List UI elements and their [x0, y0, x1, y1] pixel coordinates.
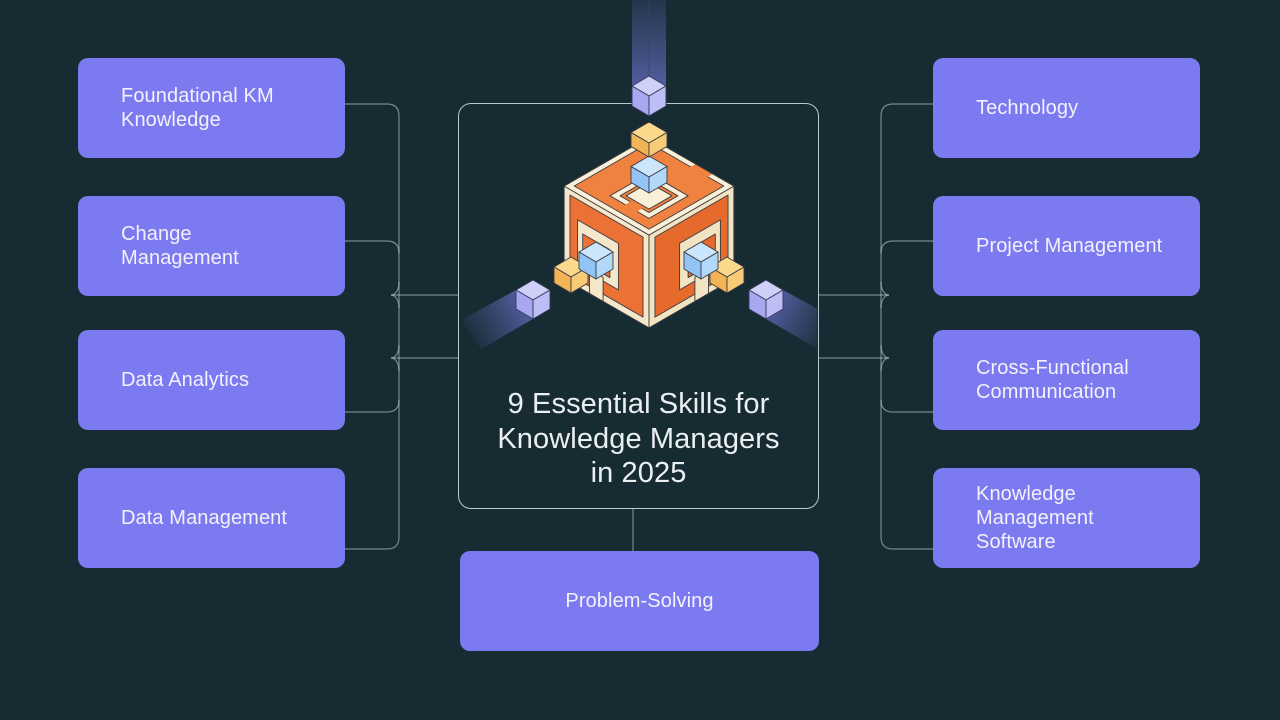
skill-label: Foundational KM Knowledge [121, 85, 274, 131]
skill-label: Problem-Solving [565, 590, 714, 612]
title-line-1: 9 Essential Skills for [507, 388, 770, 420]
right-rail [880, 103, 933, 550]
left-feeder-2 [345, 240, 400, 254]
skill-node-project-management: Project Management [933, 196, 1200, 296]
page-title: 9 Essential Skills for Knowledge Manager… [459, 387, 818, 491]
title-line-3: in 2025 [590, 457, 687, 489]
skill-node-problem-solving: Problem-Solving [460, 551, 819, 651]
center-panel: 9 Essential Skills for Knowledge Manager… [458, 103, 819, 509]
skill-label: Data Management [121, 507, 288, 529]
skill-node-cross-functional-communication: Cross-Functional Communication [933, 330, 1200, 430]
skill-node-foundational-km-knowledge: Foundational KM Knowledge [78, 58, 345, 158]
skill-label: Data Analytics [121, 369, 250, 391]
skill-node-change-management: Change Management [78, 196, 345, 296]
skill-label: Cross-Functional Communication [976, 357, 1129, 403]
skill-node-data-analytics: Data Analytics [78, 330, 345, 430]
skill-label: Change Management [121, 223, 239, 269]
title-line-2: Knowledge Managers [497, 422, 780, 455]
skill-label: Technology [976, 97, 1079, 119]
skill-label: Project Management [976, 235, 1163, 257]
skill-node-technology: Technology [933, 58, 1200, 158]
skill-label: Knowledge Management Software [976, 483, 1094, 553]
right-feeder-3 [880, 399, 933, 413]
left-feeder-3 [345, 399, 400, 413]
skill-node-knowledge-management-software: Knowledge Management Software [933, 468, 1200, 568]
left-rail [345, 103, 400, 550]
skill-node-data-management: Data Management [78, 468, 345, 568]
right-feeder-2 [880, 240, 933, 254]
